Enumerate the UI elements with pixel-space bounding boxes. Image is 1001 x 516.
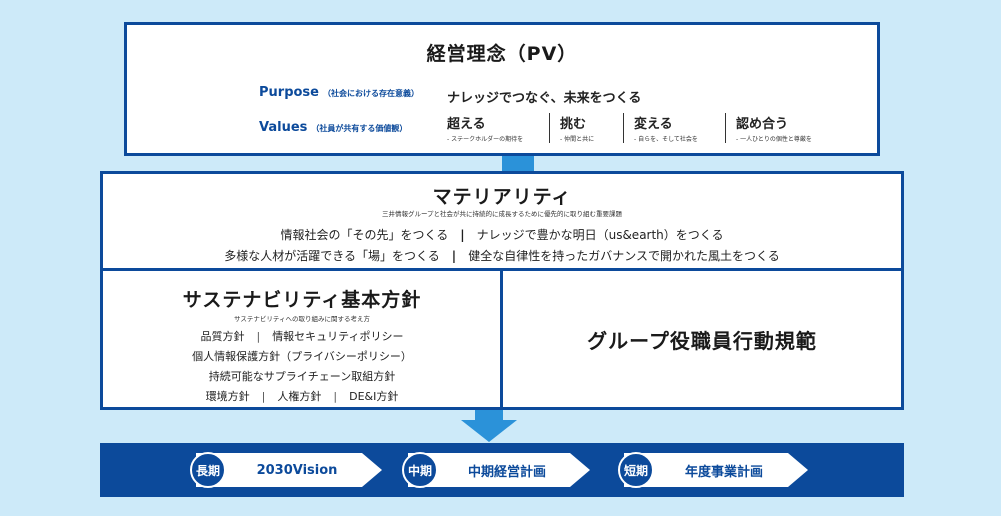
philosophy-title: 経営理念（PV）	[426, 43, 578, 65]
plan-term-badge: 中期	[402, 452, 438, 488]
plan-label: 中期経営計画	[467, 464, 546, 480]
plan-term-badge: 長期	[190, 452, 226, 488]
chevron-arrow-icon	[408, 453, 590, 487]
policy-row: 品質方針 | 情報セキュリティポリシー	[103, 328, 501, 344]
code-of-conduct-box: グループ役職員行動規範	[500, 268, 904, 410]
chevron-arrow-icon	[196, 453, 382, 487]
policy-separator: |	[256, 330, 261, 343]
materiality-title: マテリアリティ	[432, 186, 572, 208]
sustainability-title: サステナビリティ基本方針	[182, 289, 422, 311]
policy-item: DE&I方針	[349, 390, 399, 403]
values-label: Values （社員が共有する価値観）	[259, 120, 407, 135]
pv-materiality-connector	[502, 155, 534, 172]
values-grid: 超える - ステークホルダーの期待を 挑む - 仲間と共に 変える - 自らを、…	[447, 113, 835, 143]
policy-item: 品質方針	[200, 330, 245, 343]
chevron-arrow-icon	[624, 453, 808, 487]
plan-mid-term: 中期 中期経営計画	[402, 452, 590, 488]
code-of-conduct-title: グループ役職員行動規範	[587, 328, 817, 353]
values-sub: （社員が共有する価値観）	[311, 124, 408, 133]
policy-item: 個人情報保護方針（プライバシーポリシー）	[192, 350, 412, 363]
policy-item: 人権方針	[277, 390, 322, 403]
values-key: Values	[259, 120, 308, 135]
plan-term-badge: 短期	[618, 452, 654, 488]
value-item: 超える - ステークホルダーの期待を	[447, 117, 524, 143]
plan-label: 年度事業計画	[684, 464, 763, 480]
down-arrow-icon	[461, 410, 517, 442]
materiality-item: 健全な自律性を持ったガバナンスで開かれた風土をつくる	[468, 249, 780, 263]
sustainability-box: サステナビリティ基本方針 サステナビリティへの取り組みに関する考え方 品質方針 |…	[100, 268, 504, 410]
materiality-row: 多様な人材が活躍できる「場」をつくる | 健全な自律性を持ったガバナンスで開かれ…	[103, 247, 901, 264]
value-item: 認め合う - 一人ひとりの個性と尊厳を	[725, 113, 835, 143]
purpose-key: Purpose	[259, 85, 319, 100]
value-item: 挑む - 仲間と共に	[549, 113, 623, 143]
policy-separator: |	[261, 390, 266, 403]
policy-row: 持続可能なサプライチェーン取組方針	[103, 368, 501, 384]
materiality-item: 情報社会の「その先」をつくる	[280, 228, 449, 242]
policy-item: 情報セキュリティポリシー	[272, 330, 404, 343]
policy-separator: |	[333, 390, 338, 403]
policy-item: 環境方針	[205, 390, 250, 403]
materiality-subtitle: 三井情報グループと社会が共に持続的に成長するために優先的に取り組む重要課題	[381, 210, 623, 218]
policy-row: 環境方針 | 人権方針 | DE&I方針	[103, 388, 501, 404]
plan-short-term: 短期 年度事業計画	[618, 452, 808, 488]
materiality-separator: |	[451, 248, 457, 263]
policy-item: 持続可能なサプライチェーン取組方針	[208, 370, 396, 383]
materiality-separator: |	[460, 227, 465, 242]
purpose-sub: （社会における存在意義）	[323, 89, 419, 98]
materiality-item: ナレッジで豊かな明日（us&earth）をつくる	[476, 228, 724, 242]
value-item: 変える - 自らを、そして社会を	[623, 113, 725, 143]
purpose-label: Purpose （社会における存在意義）	[259, 85, 419, 100]
plan-label: 2030Vision	[256, 462, 338, 478]
plan-long-term: 長期 2030Vision	[190, 452, 382, 488]
materiality-row: 情報社会の「その先」をつくる | ナレッジで豊かな明日（us&earth）をつく…	[103, 226, 901, 243]
philosophy-box: 経営理念（PV） Purpose （社会における存在意義） ナレッジでつなぐ、未…	[124, 22, 880, 156]
policy-row: 個人情報保護方針（プライバシーポリシー）	[103, 348, 501, 364]
purpose-text: ナレッジでつなぐ、未来をつくる	[447, 91, 642, 106]
materiality-box: マテリアリティ 三井情報グループと社会が共に持続的に成長するために優先的に取り組…	[100, 171, 904, 272]
materiality-item: 多様な人材が活躍できる「場」をつくる	[224, 249, 440, 263]
sustainability-subtitle: サステナビリティへの取り組みに関する考え方	[234, 315, 370, 323]
